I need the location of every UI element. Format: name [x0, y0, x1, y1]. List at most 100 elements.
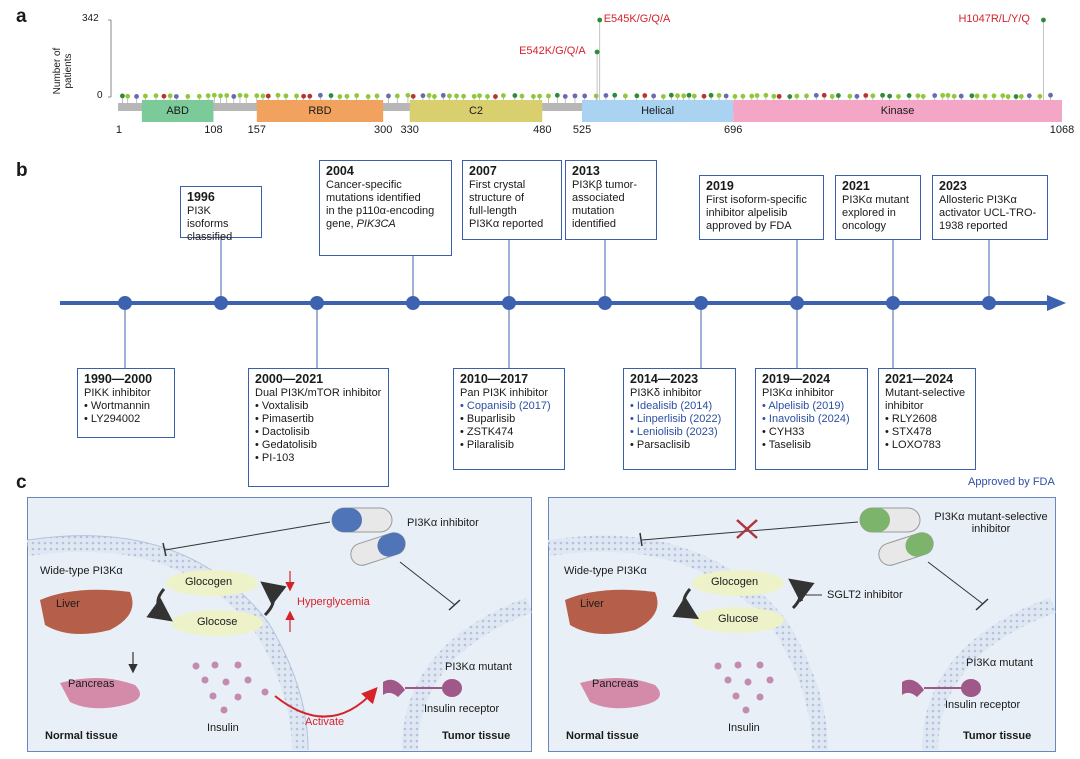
- panel-a-label: a: [16, 6, 27, 27]
- mutation-point: [887, 93, 893, 99]
- normal-tissue-label: Normal tissue: [45, 730, 118, 742]
- mutation-point: [420, 93, 426, 99]
- pill-icon: [859, 507, 934, 566]
- domain-kinase: [733, 100, 1062, 122]
- mutation-point: [749, 93, 755, 99]
- liver-icon: [40, 589, 133, 634]
- mutation-point: [205, 93, 211, 99]
- mutation-point: [1018, 94, 1024, 99]
- mutation-point: [1013, 94, 1019, 99]
- tumor-tissue-label: Tumor tissue: [442, 730, 511, 742]
- mutation-point: [173, 94, 179, 99]
- inhibitor-pikk: 1990—2000 PIKK inhibitor Wortmannin LY29…: [77, 368, 175, 438]
- inhibitor-alpha: 2019—2024 PI3Kα inhibitor Alpelisib (201…: [755, 368, 868, 470]
- mutation-point: [642, 93, 648, 98]
- residue-tick-label: 480: [533, 124, 552, 136]
- mutation-point: [870, 93, 876, 99]
- activate-label: Activate: [305, 716, 345, 728]
- residue-tick-label: 108: [204, 124, 223, 136]
- mutation-point: [940, 92, 946, 98]
- mutation-point: [275, 92, 281, 98]
- mutation-point: [337, 94, 343, 99]
- mutation-point: [804, 93, 809, 99]
- mutation-point: [265, 93, 271, 99]
- timeline-svg: [60, 238, 1066, 368]
- mutation-point: [500, 93, 506, 98]
- pancreas-icon: [580, 677, 660, 709]
- mutation-point: [675, 93, 680, 99]
- sglt2-label: SGLT2 inhibitor: [827, 589, 903, 601]
- mutation-point: [932, 93, 938, 98]
- glycogen-label-right: Glocogen: [711, 576, 759, 588]
- mutation-point: [512, 93, 518, 98]
- glucose-label-right: Glucose: [718, 613, 759, 625]
- mutation-point: [668, 92, 674, 98]
- mutation-point: [754, 93, 760, 98]
- timeline-dot: [214, 296, 228, 310]
- mutation-point: [454, 93, 459, 99]
- timeline-dot: [982, 296, 996, 310]
- residue-tick-label: 330: [400, 124, 419, 136]
- mutation-point: [301, 93, 307, 99]
- hotspot-label: E545K/G/Q/A: [603, 13, 671, 25]
- mutation-point: [125, 93, 131, 99]
- event-2007: 2007 First crystal structure of full-len…: [462, 160, 562, 240]
- domain-rbd: [256, 100, 384, 122]
- mutation-point: [167, 93, 173, 99]
- domain-label: RBD: [308, 105, 332, 117]
- event-2004: 2004 Cancer-specific mutations identifie…: [319, 160, 452, 256]
- mutation-point: [218, 93, 223, 99]
- mutation-point: [945, 92, 951, 98]
- mutation-point: [294, 93, 299, 99]
- timeline-dot: [694, 296, 708, 310]
- timeline-dot: [406, 296, 420, 310]
- mutation-point: [829, 94, 835, 99]
- mutation-point: [471, 93, 477, 99]
- receptor-label-right: Insulin receptor: [945, 699, 1021, 711]
- timeline-dot: [310, 296, 324, 310]
- pancreas-label: Pancreas: [68, 678, 115, 690]
- residue-tick-label: 300: [373, 124, 393, 136]
- receptor-label: Insulin receptor: [424, 703, 500, 715]
- liver-icon: [565, 589, 658, 634]
- mutation-point: [915, 93, 921, 99]
- mutation-point: [237, 92, 243, 98]
- mutation-point: [243, 93, 249, 99]
- mutation-point: [161, 93, 167, 99]
- timeline-dot: [598, 296, 612, 310]
- y-max-label: 342: [82, 13, 99, 24]
- mutation-point: [374, 93, 380, 99]
- glycogen-ellipse: [166, 570, 258, 596]
- mutation-point: [307, 93, 313, 99]
- glucose-ellipse: [171, 610, 263, 636]
- mutation-point: [701, 93, 707, 99]
- inhibitor-mutant: 2021—2024 Mutant-selective inhibitor RLY…: [878, 368, 976, 470]
- inhibitor-delta: 2014—2023 PI3Kδ inhibitor Idealisib (201…: [623, 368, 736, 470]
- mutation-point: [461, 93, 467, 99]
- mutation-point: [982, 93, 988, 99]
- domain-label: Kinase: [880, 105, 915, 117]
- domain-c2: [409, 100, 543, 122]
- mutation-point: [991, 93, 997, 99]
- mutation-point: [821, 92, 827, 98]
- mutation-point: [328, 93, 334, 98]
- liver-label-right: Liver: [580, 598, 604, 610]
- residue-tick-label: 157: [247, 124, 266, 136]
- inhibitor-pan: 2010—2017 Pan PI3K inhibitor Copanisib (…: [453, 368, 565, 470]
- domain-label: C2: [468, 105, 483, 117]
- residue-tick-label: 525: [572, 124, 592, 136]
- mutation-point: [691, 93, 697, 99]
- mutation-point: [863, 93, 869, 98]
- mutation-point: [546, 93, 551, 99]
- mutation-point: [686, 92, 692, 98]
- timeline-dot: [886, 296, 900, 310]
- mutation-point: [835, 93, 841, 98]
- mutation-point: [723, 93, 729, 99]
- panel-b-label: b: [16, 160, 28, 181]
- mutation-point: [531, 94, 536, 99]
- mutation-point: [582, 93, 588, 99]
- domain-label: Helical: [641, 105, 675, 117]
- mutation-point: [906, 93, 912, 98]
- mutation-point: [365, 94, 371, 99]
- mutation-point: [740, 93, 746, 99]
